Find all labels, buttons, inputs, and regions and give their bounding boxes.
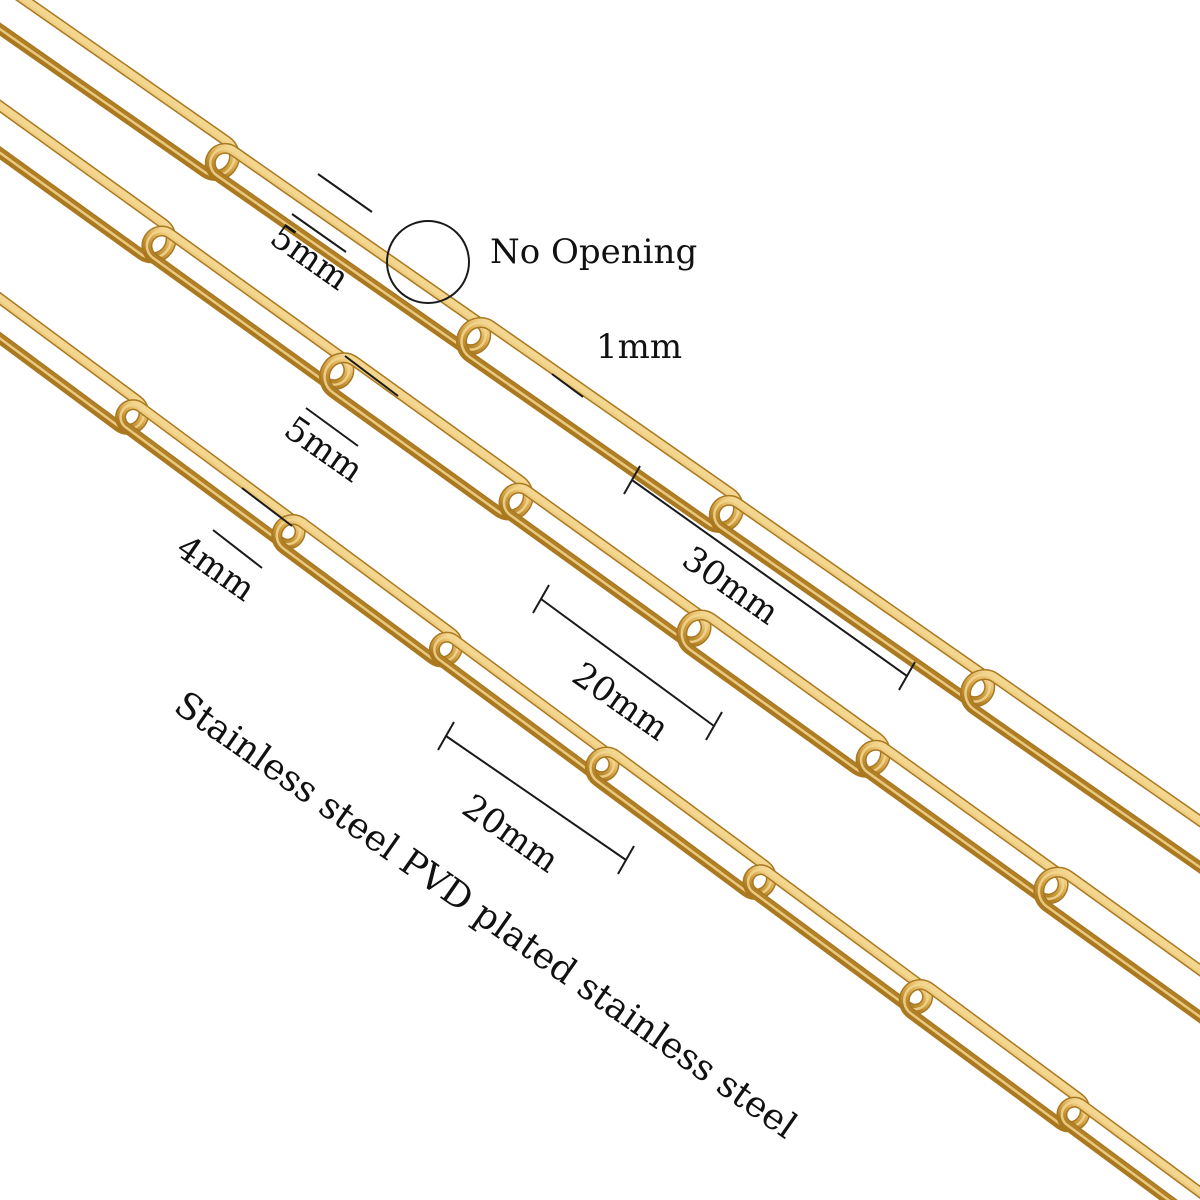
chain-link [141, 225, 355, 391]
dim-5mm-b-tick-top [344, 355, 399, 397]
chain-link [0, 281, 150, 435]
dim-20mm-a-line [540, 598, 715, 727]
chain-link [708, 494, 996, 708]
wire-thickness-label: 1mm [596, 327, 682, 367]
dim-4mm-tick-bottom [212, 529, 263, 569]
dim-1mm-tick [551, 373, 584, 398]
chain-link [0, 95, 177, 264]
dim-5mm-b-tick-bottom [305, 407, 359, 447]
dim-20mm-b-line [445, 735, 627, 861]
chain-link [271, 513, 464, 668]
dim-20mm-b-tick-b [617, 845, 635, 875]
dim-30mm-tick-b [898, 661, 916, 691]
chain-link [676, 609, 891, 778]
dim-20mm-a-tick-b [705, 711, 723, 741]
dim-20mm-b-tick-a [437, 721, 455, 751]
dim-20mm-a-tick-a [532, 584, 550, 614]
chain-20mm-5mm-links [0, 95, 1200, 1035]
chain-link [204, 142, 492, 356]
chain-link [1033, 866, 1200, 1035]
chain-link [742, 864, 934, 1015]
chain-link [960, 669, 1200, 885]
chain-link [855, 739, 1069, 905]
no-opening-label: No Opening [490, 232, 697, 272]
chain-link [428, 631, 620, 783]
chain-link [585, 746, 777, 900]
chain-30mm-links [0, 0, 1200, 885]
dimension-marks [212, 173, 916, 875]
dim-30mm-tick-a [623, 465, 641, 495]
chain-link [498, 482, 712, 648]
chain-link [0, 0, 240, 181]
dim-4mm-tick-top [241, 487, 293, 527]
dim-5mm-a-tick-bottom [291, 213, 347, 253]
chain-link [1056, 1096, 1200, 1200]
dim-30mm-line [631, 479, 908, 677]
chain-link [319, 352, 534, 521]
no-opening-circle [386, 220, 470, 304]
chain-20mm-4mm-links [0, 281, 1200, 1200]
dim-5mm-a-tick-top [317, 173, 373, 213]
chain-link [456, 317, 744, 533]
chain-link [115, 399, 306, 550]
chain-link [898, 978, 1091, 1133]
